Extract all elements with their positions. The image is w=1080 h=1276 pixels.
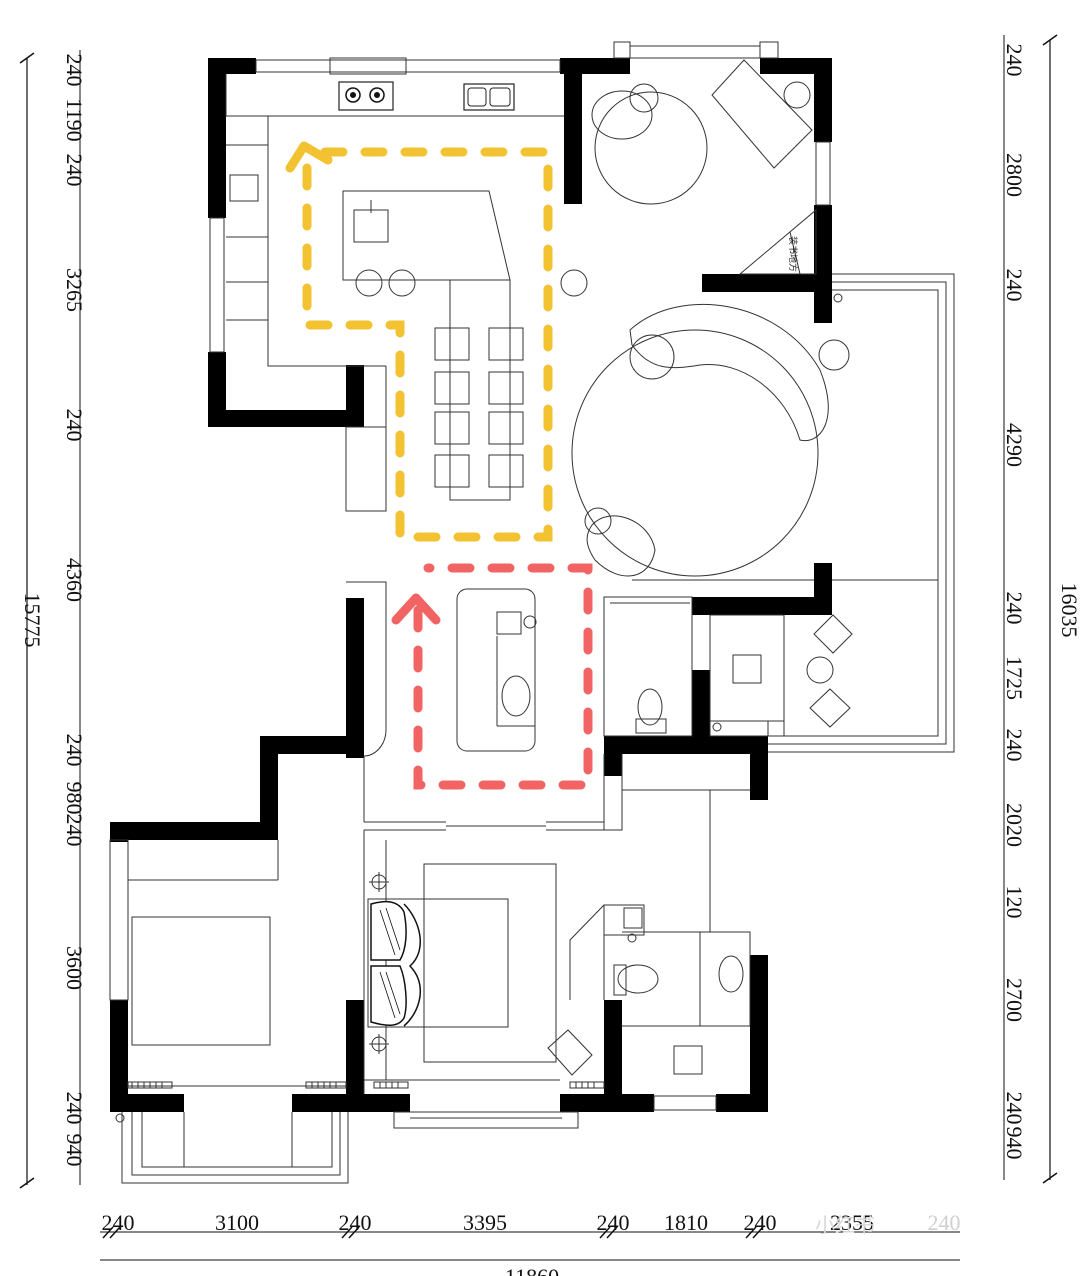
bottom-total-dimension: 11860 xyxy=(505,1264,559,1276)
left-dimension-5: 240 xyxy=(62,409,87,442)
right-dimension-10: 2700 xyxy=(1002,978,1027,1022)
bottom-dimension-1: 240 xyxy=(102,1210,135,1235)
left-dimension-6: 4360 xyxy=(62,558,87,602)
red-circulation-path xyxy=(391,563,593,790)
left-dimension-8: 980 xyxy=(62,782,87,815)
right-dimension-9: 120 xyxy=(1002,886,1027,919)
left-dimension-1: 240 xyxy=(62,54,87,87)
left-dimension-10: 3600 xyxy=(62,946,87,990)
bottom-dimension-4: 3395 xyxy=(463,1210,507,1235)
study-note-label: 装书地方 xyxy=(787,236,799,272)
left-dimension-2: 1190 xyxy=(62,98,87,141)
thin-lines xyxy=(109,41,955,1184)
right-dimension-6: 1725 xyxy=(1002,656,1027,700)
right-dimension-2: 2800 xyxy=(1002,153,1027,197)
bottom-dimension-8: 2355 xyxy=(830,1210,874,1235)
right-dimension-5: 240 xyxy=(1002,592,1027,625)
bed xyxy=(370,900,421,1027)
right-dimension-11: 240 xyxy=(1002,1092,1027,1125)
stove-and-sink xyxy=(338,81,515,111)
left-dimension-3: 240 xyxy=(62,154,87,187)
right-dimension-1: 240 xyxy=(1002,44,1027,77)
right-dimension-line: 16035 240 2800 240 4290 240 1725 240 202… xyxy=(1002,34,1080,1184)
left-total-dimension: 15775 xyxy=(20,593,45,648)
right-dimension-7: 240 xyxy=(1002,729,1027,762)
left-dimension-9: 240 xyxy=(62,814,87,847)
radiator-grilles xyxy=(131,1082,595,1088)
right-dimension-3: 240 xyxy=(1002,269,1027,302)
yellow-circulation-path xyxy=(285,141,553,542)
left-dimension-line: 15775 240 1190 240 3265 240 4360 240 980… xyxy=(19,50,87,1189)
right-dimension-12: 940 xyxy=(1002,1127,1027,1160)
walls xyxy=(110,58,832,1112)
right-dimension-4: 4290 xyxy=(1002,423,1027,467)
left-dimension-11: 240 xyxy=(62,1092,87,1125)
right-total-dimension: 16035 xyxy=(1057,583,1080,638)
bottom-dimension-2: 3100 xyxy=(215,1210,259,1235)
bottom-dimension-line: 240 3100 240 3395 240 1810 240 2355 240 … xyxy=(100,1210,961,1276)
left-dimension-12: 940 xyxy=(62,1134,87,1167)
bottom-dimension-9: 240 xyxy=(928,1210,961,1235)
left-dimension-7: 240 xyxy=(62,734,87,767)
bottom-dimension-6: 1810 xyxy=(664,1210,708,1235)
watermark: 小红书 xyxy=(815,1213,875,1237)
left-dimension-4: 3265 xyxy=(62,268,87,312)
right-dimension-8: 2020 xyxy=(1002,803,1027,847)
